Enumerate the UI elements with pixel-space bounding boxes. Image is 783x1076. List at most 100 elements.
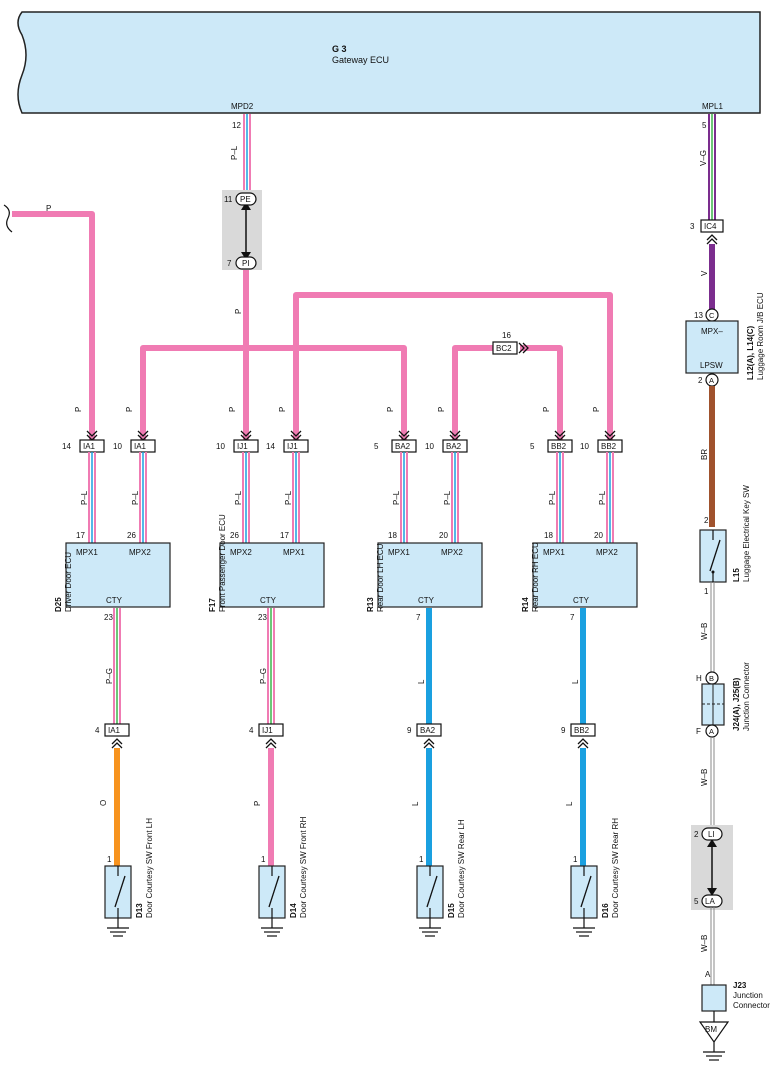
gateway-pin-mpl1: MPL1 (702, 102, 723, 111)
ksw-pin-2: 2 (704, 516, 709, 525)
connector-pin: 5 (374, 442, 379, 451)
switch-name: Door Courtesy SW Rear LH (457, 819, 466, 918)
cty-pin: 7 (570, 613, 575, 622)
wire-color: P–L (131, 490, 140, 505)
la-pin: 5 (694, 897, 699, 906)
cty-wire-color: L (571, 679, 580, 684)
arrow-up-icon (577, 738, 589, 749)
ecu-pin-left: 26 (230, 531, 239, 540)
cty-pin: 23 (258, 613, 267, 622)
switch-code: D14 (289, 903, 298, 918)
ecu-cty: CTY (260, 596, 277, 605)
lug-name: Luggage Room J/B ECU (756, 292, 765, 380)
j23-name-1: Junction (733, 991, 763, 1000)
right-column: 5 V–G IC4 3 V C 13 MPX– LPSW A 2 L12(A),… (685, 114, 770, 1061)
li-label: LI (708, 830, 715, 839)
switch-code: D16 (601, 903, 610, 918)
switch-pin: 1 (419, 855, 424, 864)
ecu-code: R14 (521, 597, 530, 612)
connector-label: IJ1 (262, 726, 273, 735)
wire-color: P–L (548, 490, 557, 505)
wire-color: P–L (392, 490, 401, 505)
ecu-mpx-right: MPX1 (283, 548, 305, 557)
connector-pin: 10 (216, 442, 225, 451)
lug-pin-13: 13 (694, 311, 703, 320)
ecu-code: R13 (366, 597, 375, 612)
ecu-pin-right: 20 (594, 531, 603, 540)
jc-pin-f: F (696, 727, 701, 736)
j23-name-2: Connector (733, 1001, 770, 1010)
gateway-code: G 3 (332, 44, 347, 54)
wire-color: P–L (80, 490, 89, 505)
connector-pin: 5 (530, 442, 535, 451)
connector-label: IJ1 (237, 442, 248, 451)
bc2-pin: 16 (502, 331, 511, 340)
wire-color: P–L (284, 490, 293, 505)
cty-pin: 23 (104, 613, 113, 622)
wire-label: P (542, 407, 551, 412)
switch-pin: 1 (573, 855, 578, 864)
switch-name: Door Courtesy SW Front LH (145, 818, 154, 918)
connector-label: IA1 (134, 442, 147, 451)
jc-pin-h: H (696, 674, 702, 683)
wire-color-vg: V–G (699, 150, 708, 166)
j23-code: J23 (733, 981, 747, 990)
ecu-mpx-right: MPX2 (441, 548, 463, 557)
ic4-label: IC4 (704, 222, 717, 231)
ecu-name: Rear Door RH ECU (531, 542, 540, 612)
wire-label: P (278, 407, 287, 412)
ecu-code: D25 (54, 597, 63, 612)
gateway-ecu: G 3 Gateway ECU MPD2 MPL1 (17, 11, 761, 114)
ecu-pin-right: 20 (439, 531, 448, 540)
switch-contact-icon (580, 875, 592, 908)
li-pin: 2 (694, 830, 699, 839)
switch-contact-icon (426, 875, 438, 908)
wire-v: V (700, 270, 709, 276)
ksw-name: Luggage Electrical Key SW (742, 485, 751, 582)
connector-label: BA2 (446, 442, 462, 451)
connector-box (104, 723, 130, 737)
connector-pin: 14 (62, 442, 71, 451)
lug-code: L12(A), L14(C) (746, 325, 755, 380)
lug-conn-c: C (709, 311, 715, 320)
ecu-mpx-right: MPX2 (129, 548, 151, 557)
ecu-pin-left: 18 (544, 531, 553, 540)
wire-p-left: P (46, 204, 51, 213)
ecu-pin-left: 18 (388, 531, 397, 540)
wire-gw-mpd2 (243, 114, 251, 195)
ecu-mpx-right: MPX2 (596, 548, 618, 557)
wire-label: P (386, 407, 395, 412)
wire-color: P–L (234, 490, 243, 505)
connector-box (258, 723, 284, 737)
connector-label: BB2 (601, 442, 617, 451)
pi-label: PI (242, 259, 250, 268)
pin-5: 5 (702, 121, 707, 130)
connector-label: IJ1 (287, 442, 298, 451)
lug-lpsw: LPSW (700, 361, 723, 370)
wire-label: P (437, 407, 446, 412)
wire-wb-2: W–B (700, 769, 709, 786)
arrow-up-icon (265, 738, 277, 749)
connector-pin: 9 (407, 726, 412, 735)
jc-conn-b: B (709, 674, 714, 683)
connector-pin: 4 (249, 726, 254, 735)
wire-p-pi: P (234, 309, 243, 314)
wire-break-icon (3, 204, 13, 233)
connector-pin: 10 (113, 442, 122, 451)
wire-label: O (99, 800, 108, 806)
ic4-pin: 3 (690, 222, 695, 231)
gateway-name: Gateway ECU (332, 55, 389, 65)
switch-contact-icon (268, 875, 280, 908)
wire-label: L (411, 801, 420, 806)
